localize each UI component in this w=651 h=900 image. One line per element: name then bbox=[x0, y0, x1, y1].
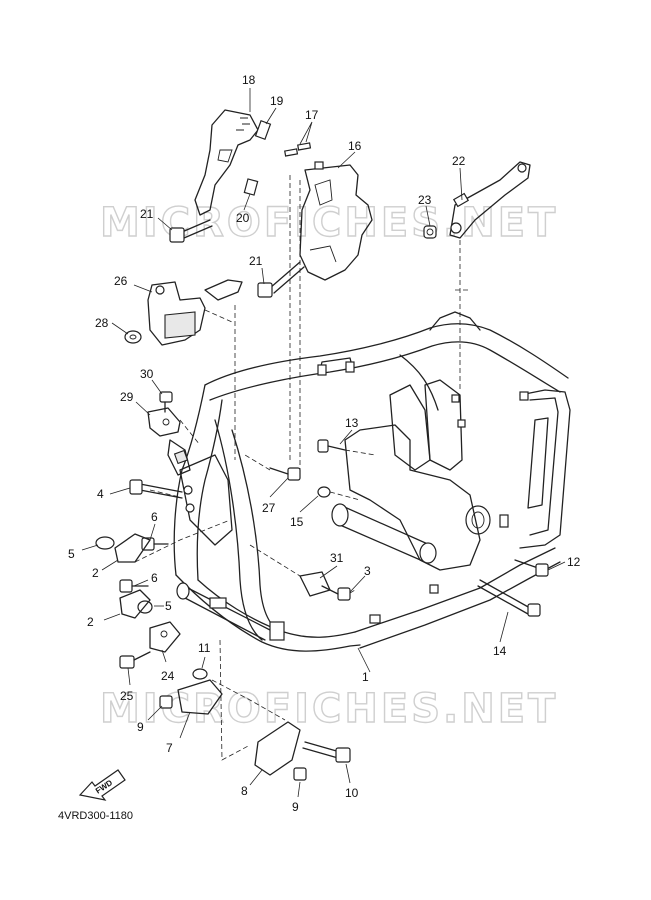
part-10-bolt bbox=[302, 741, 351, 763]
part-13-bolt bbox=[317, 439, 346, 453]
part-17-clips bbox=[284, 142, 312, 157]
callout-24: 24 bbox=[161, 669, 175, 683]
callout-15: 15 bbox=[290, 515, 304, 529]
reference-code: 4VRD300-1180 bbox=[58, 810, 133, 822]
callout-9-bottom: 9 bbox=[292, 800, 299, 814]
callout-13: 13 bbox=[345, 416, 359, 430]
part-22-bracket bbox=[449, 161, 531, 239]
part-21-bolt-lower bbox=[257, 261, 305, 298]
part-14-bolt bbox=[477, 579, 541, 617]
callout-7: 7 bbox=[166, 741, 173, 755]
callout-25: 25 bbox=[120, 689, 134, 703]
part-19 bbox=[254, 120, 272, 140]
part-7-bracket bbox=[177, 679, 223, 715]
watermark-bottom: MICROFICHES.NET bbox=[100, 686, 558, 732]
part-28-washer bbox=[124, 330, 142, 344]
callout-16: 16 bbox=[348, 139, 362, 153]
callout-3: 3 bbox=[364, 564, 371, 578]
callout-22: 22 bbox=[452, 154, 466, 168]
part-26-bracket bbox=[147, 279, 243, 346]
callout-31: 31 bbox=[330, 551, 344, 565]
part-27-bolt bbox=[269, 467, 301, 481]
part-29-bracket bbox=[147, 407, 181, 437]
callout-18: 18 bbox=[242, 73, 256, 87]
callout-5-upper: 5 bbox=[68, 547, 75, 561]
part-8-bracket bbox=[254, 721, 301, 776]
part-2-plate-lower bbox=[119, 589, 151, 619]
callout-4: 4 bbox=[97, 487, 104, 501]
part-5-washer-upper bbox=[95, 536, 115, 550]
part-6-bolt-lower bbox=[119, 579, 149, 593]
part-12-bolt bbox=[514, 559, 549, 577]
assembly-lines bbox=[134, 175, 470, 761]
callout-29: 29 bbox=[120, 390, 134, 404]
callout-12: 12 bbox=[567, 555, 581, 569]
callout-30: 30 bbox=[140, 367, 154, 381]
part-9-nut-bottom bbox=[293, 767, 307, 781]
part-23-nut bbox=[423, 225, 437, 239]
callout-9-left: 9 bbox=[137, 720, 144, 734]
callouts: 18 19 17 16 22 23 20 21 21 26 28 30 29 1… bbox=[68, 73, 581, 814]
part-4-bolt bbox=[129, 479, 183, 499]
callout-6-lower: 6 bbox=[151, 571, 158, 585]
part-30-bolt bbox=[159, 391, 173, 413]
callout-27: 27 bbox=[262, 501, 276, 515]
callout-21-lower: 21 bbox=[249, 254, 263, 268]
watermark-top: MICROFICHES.NET bbox=[100, 200, 558, 246]
main-frame bbox=[167, 311, 571, 652]
callout-2-lower: 2 bbox=[87, 615, 94, 629]
part-16-cover bbox=[299, 161, 373, 281]
part-31-bracket bbox=[299, 571, 331, 597]
part-15-washer bbox=[317, 486, 331, 498]
leader-lines bbox=[81, 88, 566, 798]
callout-2-upper: 2 bbox=[92, 566, 99, 580]
part-24-bracket bbox=[149, 621, 181, 653]
callout-28: 28 bbox=[95, 316, 109, 330]
callout-14: 14 bbox=[493, 644, 507, 658]
callout-23: 23 bbox=[418, 193, 432, 207]
callout-5-lower: 5 bbox=[165, 599, 172, 613]
callout-26: 26 bbox=[114, 274, 128, 288]
part-9-nut-left bbox=[159, 695, 173, 709]
part-2-plate-upper bbox=[114, 533, 151, 563]
part-21-bolt-upper bbox=[169, 219, 213, 243]
callout-6-upper: 6 bbox=[151, 510, 158, 524]
callout-11: 11 bbox=[198, 641, 211, 655]
callout-1: 1 bbox=[362, 670, 369, 684]
callout-21-upper: 21 bbox=[140, 207, 154, 221]
part-3-bolt bbox=[321, 585, 351, 601]
part-11-washer bbox=[192, 668, 208, 680]
callout-10: 10 bbox=[345, 786, 359, 800]
callout-8: 8 bbox=[241, 784, 248, 798]
callout-17: 17 bbox=[305, 108, 319, 122]
part-25-bolt bbox=[119, 651, 151, 669]
fwd-arrow-icon: FWD bbox=[78, 769, 126, 801]
callout-19: 19 bbox=[270, 94, 284, 108]
part-20 bbox=[243, 178, 259, 196]
callout-20: 20 bbox=[236, 211, 250, 225]
